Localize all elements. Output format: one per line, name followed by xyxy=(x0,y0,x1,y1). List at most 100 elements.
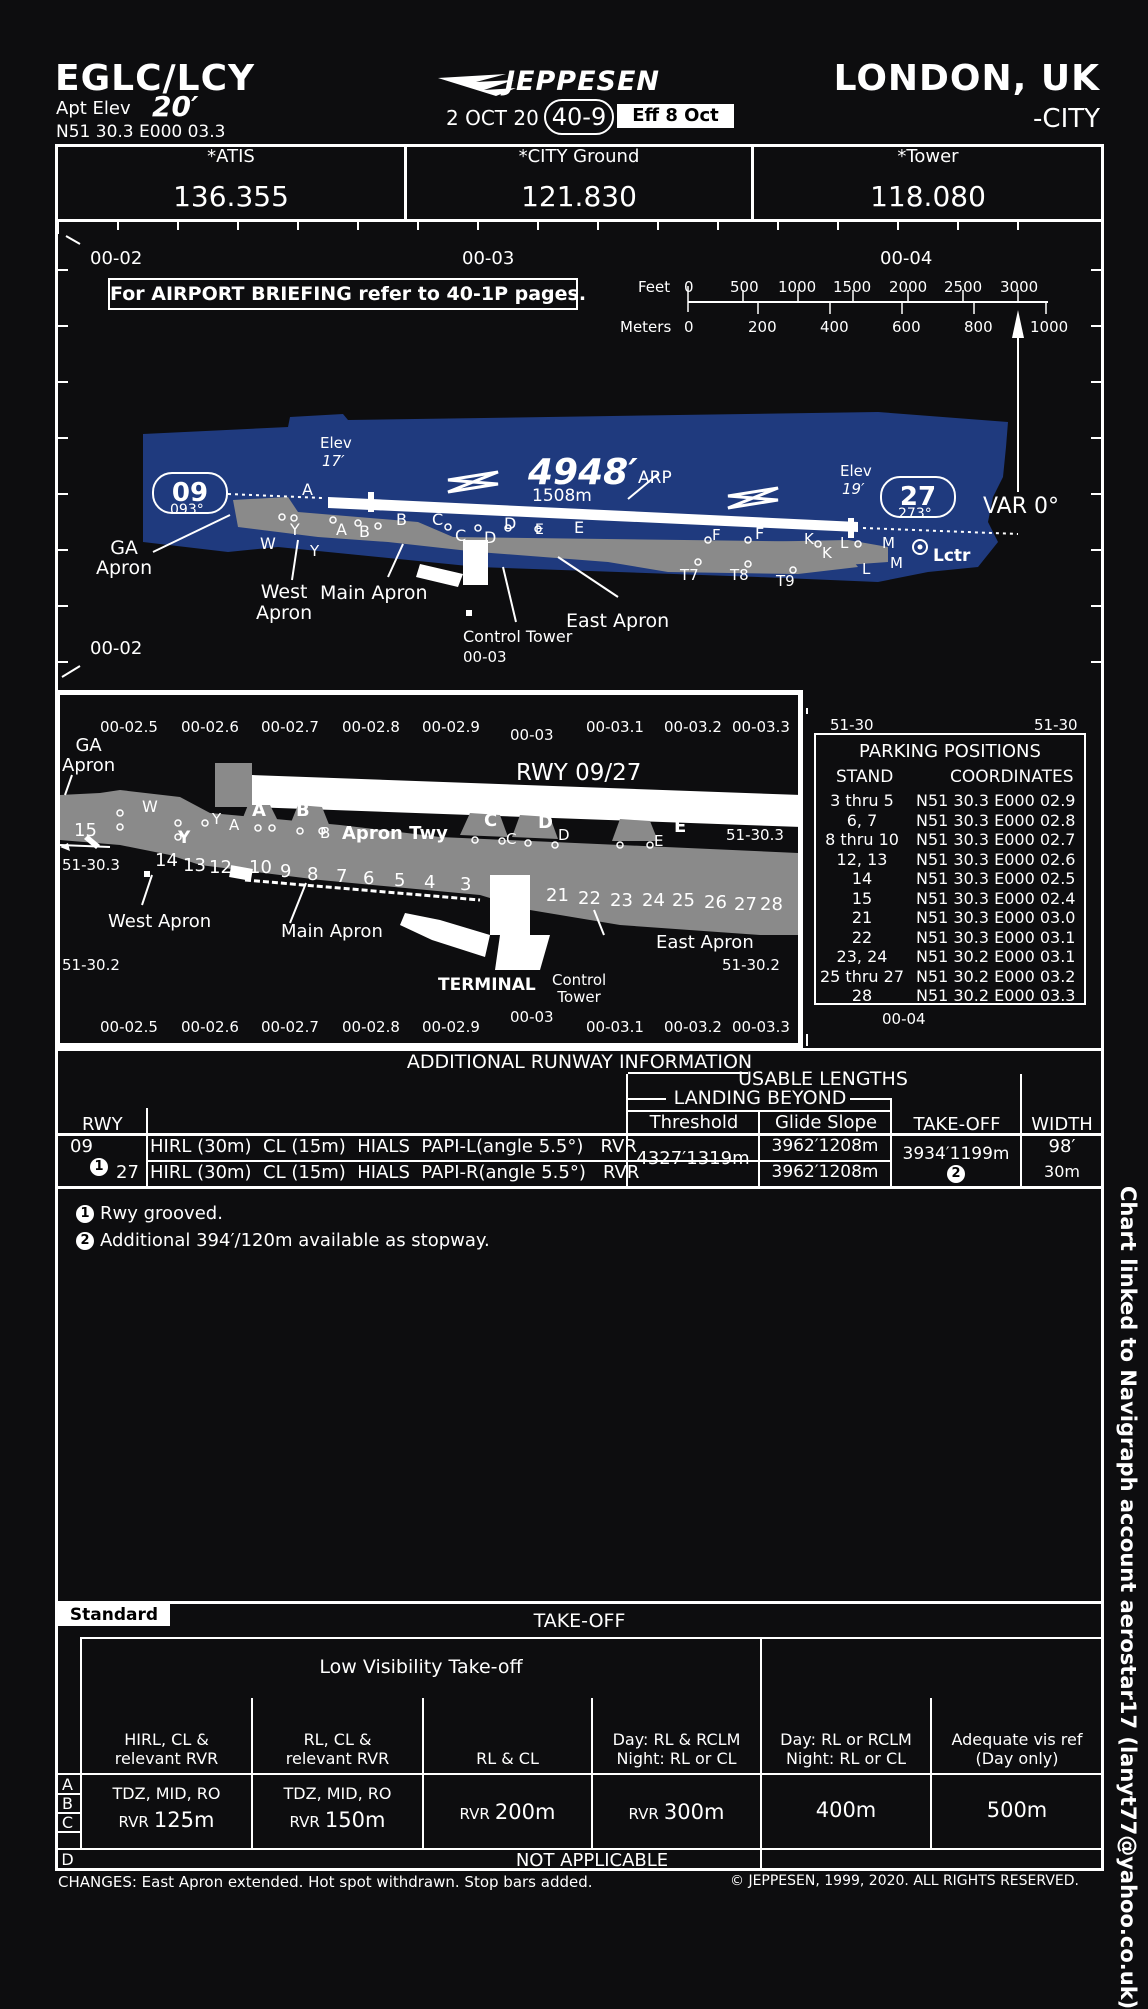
detail-inset-diagram xyxy=(60,695,798,1043)
twy-A-1: A xyxy=(302,480,313,499)
detail-twy-Y-1: Y xyxy=(178,828,191,848)
landing-beyond-label: LANDING BEYOND xyxy=(673,1087,847,1109)
detail-lat-left-bottom: 51-30.2 xyxy=(62,956,120,974)
cat-D: D xyxy=(61,1850,74,1869)
note2-marker: 2 xyxy=(76,1232,94,1250)
detail-twy-E-1: E xyxy=(654,832,664,850)
detail-twy-D-2: D xyxy=(558,826,570,844)
detail-grid-top-2: 00-02.6 xyxy=(181,718,239,736)
chart-number: 40-9 xyxy=(544,99,614,135)
ground-label: *CITY Ground xyxy=(518,146,640,167)
control-tower-grid: 00-03 xyxy=(463,648,507,666)
stand-28: 28 xyxy=(760,894,783,915)
scale-feet-2500: 2500 xyxy=(944,278,983,296)
copyright: © JEPPESEN, 1999, 2020. ALL RIGHTS RESER… xyxy=(730,1873,1079,1889)
detail-twy-C-1: C xyxy=(484,810,498,831)
twy-B-1: B xyxy=(396,510,407,529)
parking-title: PARKING POSITIONS xyxy=(859,741,1041,762)
detail-grid-bottom-2: 00-02.6 xyxy=(181,1018,239,1036)
elev-27-value: 19′ xyxy=(842,480,865,498)
stand-7: 7 xyxy=(336,866,348,887)
detail-twy-B-2: B xyxy=(320,824,331,842)
detail-grid-bottom-9: 00-03.3 xyxy=(732,1018,790,1036)
twy-E-1: E xyxy=(535,522,544,538)
note1-marker-rwy: 1 xyxy=(90,1158,108,1176)
overview-grid-bottom: 00-02 xyxy=(90,638,143,659)
twy-C-2: C xyxy=(455,526,467,545)
cat-B: B xyxy=(62,1794,73,1813)
takeoff-val-3: RVR 200m xyxy=(459,1800,556,1824)
standard-tab: Standard xyxy=(58,1604,170,1626)
chart-date: 2 OCT 20 xyxy=(446,106,539,130)
take-off-length: 3934′1199m xyxy=(902,1144,1010,1164)
briefing-note: For AIRPORT BRIEFING refer to 40-1P page… xyxy=(108,278,586,310)
scale-feet-0: 0 xyxy=(684,278,694,296)
col-glide-slope: Glide Slope xyxy=(774,1112,878,1133)
width-ft: 98′ xyxy=(1048,1136,1076,1157)
twy-D-1: D xyxy=(504,514,517,533)
parking-col-stand: STAND xyxy=(836,767,894,787)
east-apron-label: East Apron xyxy=(566,610,670,632)
twy-K-2: K xyxy=(822,544,832,562)
detail-twy-A-2: A xyxy=(229,816,240,834)
stand-8: 8 xyxy=(307,864,319,885)
takeoff-val-2-top: TDZ, MID, RO xyxy=(283,1784,392,1803)
stand-27: 27 xyxy=(734,894,757,915)
navigraph-side-note: Chart linked to Navigraph account aerost… xyxy=(1116,1186,1140,2009)
col-rwy: RWY xyxy=(82,1114,123,1135)
detail-twy-A-1: A xyxy=(252,800,266,821)
scale-feet-3000: 3000 xyxy=(1000,278,1039,296)
detail-twy-C-2: C xyxy=(506,830,517,848)
twy-E-2: E xyxy=(574,518,585,537)
scale-m-800: 800 xyxy=(964,318,993,336)
stand-4: 4 xyxy=(424,872,436,893)
scale-m-0: 0 xyxy=(684,318,694,336)
detail-lat-right-bottom: 51-30.2 xyxy=(722,956,780,974)
detail-grid-bottom-3: 00-02.7 xyxy=(261,1018,319,1036)
detail-apron-twy-label: Apron Twy xyxy=(342,823,448,844)
twy-W: W xyxy=(260,534,276,553)
detail-twy-Y-2: Y xyxy=(212,810,222,828)
takeoff-col-2: RL, CL & relevant RVR xyxy=(285,1730,390,1768)
scale-feet-500: 500 xyxy=(730,278,759,296)
twy-T9: T9 xyxy=(776,572,795,590)
runway-length-ft: 4948′ xyxy=(528,452,638,493)
takeoff-col-4: Day: RL & RCLM Night: RL or CL xyxy=(612,1730,741,1768)
threshold-length: 4327′1319m xyxy=(636,1148,750,1169)
tower-label: *Tower xyxy=(897,146,959,167)
stand-22: 22 xyxy=(578,888,601,909)
rwy-27-lights: HIRL (30m) CL (15m) HIALS PAPI-R(angle 5… xyxy=(150,1162,640,1183)
detail-twy-E-2: E xyxy=(674,816,687,837)
twy-L-1: L xyxy=(840,534,849,552)
stand-12: 12 xyxy=(209,857,232,878)
rwy09-label: 09 xyxy=(152,472,228,514)
detail-east-apron-label: East Apron xyxy=(656,932,754,953)
twy-L-2: L xyxy=(862,560,871,578)
detail-grid-top-9: 00-03.3 xyxy=(732,718,790,736)
detail-grid-bottom-8: 00-03.2 xyxy=(664,1018,722,1036)
stand-10: 10 xyxy=(249,857,272,878)
detail-runway-label: RWY 09/27 xyxy=(516,760,642,786)
note2-marker-takeoff: 2 xyxy=(947,1165,965,1183)
runway-length-m: 1508m xyxy=(532,486,592,506)
lvto-label: Low Visibility Take-off xyxy=(319,1656,523,1678)
scale-feet-1500: 1500 xyxy=(833,278,872,296)
detail-grid-bottom-7: 00-03.1 xyxy=(586,1018,644,1036)
note2-text: Additional 394′/120m available as stopwa… xyxy=(100,1230,490,1251)
twy-M-2: M xyxy=(890,554,903,572)
ground-frequency: 121.830 xyxy=(521,180,637,213)
parking-lat-left: 51-30 xyxy=(830,716,874,734)
detail-twy-D-1: D xyxy=(538,812,553,833)
parking-grid-bottom: 00-04 xyxy=(882,1010,926,1028)
effective-date: Eff 8 Oct xyxy=(617,104,734,128)
twy-C-1: C xyxy=(432,510,444,529)
rwy09-heading: 093° xyxy=(170,502,204,518)
detail-lat-left-top: 51-30.3 xyxy=(62,856,120,874)
col-take-off: TAKE-OFF xyxy=(913,1114,1001,1135)
scale-feet-label: Feet xyxy=(638,278,671,296)
